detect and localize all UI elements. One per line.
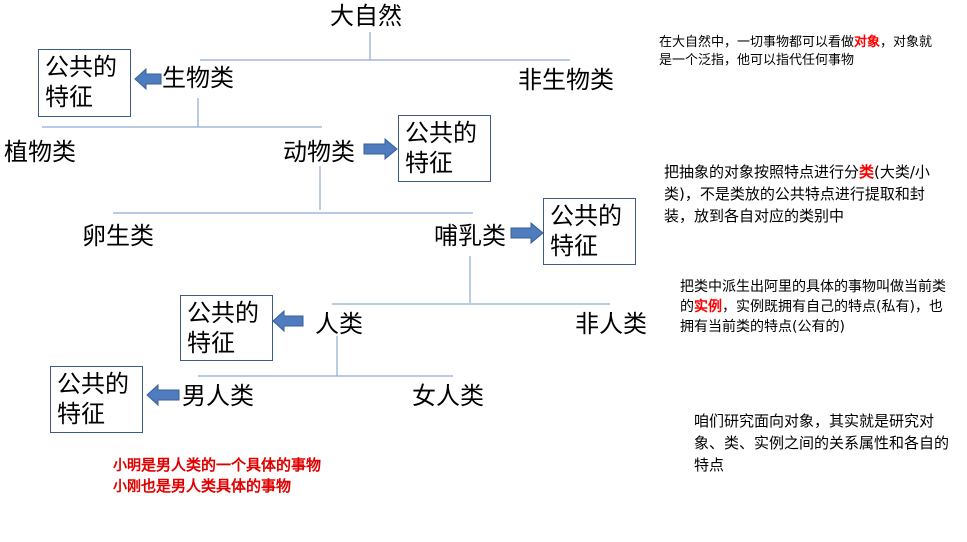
example-name: 小明 bbox=[113, 458, 141, 474]
example-line-1: 小明是男人类的一个具体的事物 bbox=[113, 455, 321, 477]
example-text: 也是男人类具体的事物 bbox=[141, 477, 292, 495]
arrow-left-icon bbox=[146, 384, 180, 406]
feature-box-line2: 特征 bbox=[57, 400, 105, 428]
feature-box-line2: 特征 bbox=[187, 329, 235, 357]
feature-box-line1: 公共的 bbox=[45, 53, 117, 81]
arrow-right-icon bbox=[363, 138, 398, 160]
example-line-2: 小刚也是男人类具体的事物 bbox=[113, 476, 291, 498]
node-humans: 人类 bbox=[315, 310, 363, 338]
node-nonhumans: 非人类 bbox=[575, 310, 647, 338]
feature-box-living: 公共的 特征 bbox=[38, 49, 131, 117]
note-text: ，对象就是一个泛指，他可以指代任何事物 bbox=[659, 35, 933, 68]
feature-box-mammals: 公共的 特征 bbox=[543, 198, 636, 265]
node-nonliving: 非生物类 bbox=[518, 66, 614, 94]
arrow-right-icon bbox=[510, 222, 544, 244]
node-mammals: 哺乳类 bbox=[434, 222, 506, 250]
note-text: ，实例既拥有自己的特点(私有)，也拥有当前类的特点(公有的) bbox=[680, 299, 943, 335]
note-text: 在大自然中，一切事物都可以看做 bbox=[659, 35, 855, 50]
feature-box-line2: 特征 bbox=[550, 232, 598, 260]
feature-box-animals: 公共的 特征 bbox=[398, 115, 491, 182]
arrow-left-icon bbox=[272, 310, 304, 332]
arrow-left-icon bbox=[134, 68, 162, 90]
feature-box-line1: 公共的 bbox=[550, 202, 622, 230]
feature-box-line2: 特征 bbox=[45, 83, 93, 111]
example-text: 是男人类的一个具体的事物 bbox=[141, 456, 322, 474]
node-women: 女人类 bbox=[412, 382, 484, 410]
node-oviparous: 卵生类 bbox=[82, 222, 154, 250]
note-highlight: 类 bbox=[859, 163, 875, 181]
note-summary: 咱们研究面向对象，其实就是研究对象、类、实例之间的关系属性和各自的特点 bbox=[694, 412, 950, 474]
note-highlight: 实例 bbox=[694, 299, 722, 315]
feature-box-humans: 公共的 特征 bbox=[180, 295, 273, 361]
node-nature: 大自然 bbox=[330, 2, 402, 30]
note-instance: 把类中派生出阿里的具体的事物叫做当前类的实例，实例既拥有自己的特点(私有)，也拥… bbox=[680, 277, 948, 337]
note-highlight: 对象 bbox=[854, 35, 881, 50]
feature-box-line1: 公共的 bbox=[405, 119, 477, 147]
note-object: 在大自然中，一切事物都可以看做对象，对象就是一个泛指，他可以指代任何事物 bbox=[659, 34, 939, 70]
feature-box-men: 公共的 特征 bbox=[50, 366, 143, 433]
note-text: (大类/小类)，不是类放的公共特点进行提取和封装，放到各自对应的类别中 bbox=[664, 163, 930, 225]
note-class: 把抽象的对象按照特点进行分类(大类/小类)，不是类放的公共特点进行提取和封装，放… bbox=[664, 161, 954, 227]
node-plants: 植物类 bbox=[4, 138, 76, 166]
feature-box-line2: 特征 bbox=[405, 149, 453, 177]
node-men: 男人类 bbox=[182, 382, 254, 410]
feature-box-line1: 公共的 bbox=[187, 299, 259, 327]
feature-box-line1: 公共的 bbox=[57, 370, 129, 398]
node-animals: 动物类 bbox=[283, 138, 355, 166]
node-living: 生物类 bbox=[162, 64, 234, 92]
example-name: 小刚 bbox=[113, 479, 141, 495]
note-text: 把抽象的对象按照特点进行分 bbox=[664, 163, 860, 181]
note-text: 把类中派生出阿里的具体的事物叫做当前类的 bbox=[680, 279, 946, 315]
